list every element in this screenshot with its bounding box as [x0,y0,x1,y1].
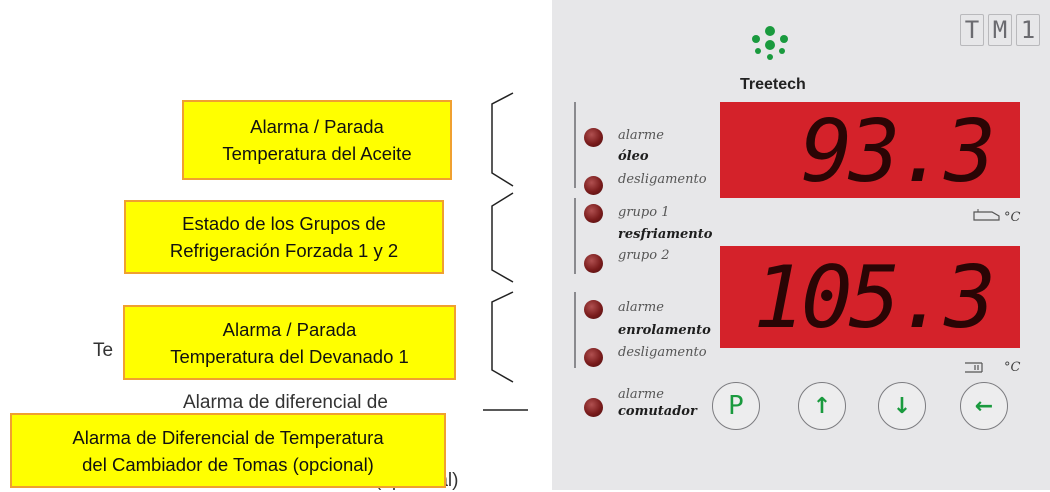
up-arrow-button[interactable]: ↑ [798,382,846,430]
back-arrow-button[interactable]: ← [960,382,1008,430]
bracket-cooling [491,192,514,283]
model-segment-1: T [960,14,984,46]
oil-temperature-value: 93.3 [800,102,996,202]
treetech-logo-icon [752,26,788,66]
winding-temperature-value: 105.3 [753,248,996,348]
label-tap-changer-alarm: alarme [618,387,664,402]
separator-winding [574,292,576,368]
winding-temperature-display: 105.3 [720,246,1020,348]
led-oil-trip [584,176,603,195]
callout-tap-changer: Alarma de Diferencial de Temperatura del… [10,413,446,488]
label-oil-alarm: alarme [618,128,664,143]
label-oil: óleo [618,149,649,164]
oil-tank-icon [972,208,1002,227]
callout-oil-line-2: Temperatura del Aceite [222,143,412,164]
down-arrow-button[interactable]: ↓ [878,382,926,430]
label-cooling: resfriamento [618,227,713,242]
ghost-text-te: Te [93,340,114,361]
label-winding-trip: desligamento [618,345,707,360]
separator-cooling [574,198,576,274]
led-cooling-group-1 [584,204,603,223]
winding-unit: °C [1004,360,1021,375]
label-tap-changer: comutador [618,404,697,419]
separator-oil [574,102,576,188]
model-segment-2: M [988,14,1012,46]
callout-winding-temperature: Alarma / Parada Temperatura del Devanado… [123,305,456,380]
callout-winding-line-2: Temperatura del Devanado 1 [170,345,409,367]
led-winding-alarm [584,300,603,319]
bracket-oil [491,92,514,187]
callout-cooling-line-2: Refrigeración Forzada 1 y 2 [169,240,399,261]
callout-cooling-line-1: Estado de los Grupos de [182,213,386,234]
ghost-text-diferencial: Alarma de diferencial de [183,392,388,413]
label-winding-alarm: alarme [618,300,664,315]
callout-tap-line-2: del Cambiador de Tomas (opcional) [82,453,374,475]
callout-oil-temperature: Alarma / Parada Temperatura del Aceite [182,100,452,180]
callout-tap-line-1: Alarma de Diferencial de Temperatura [72,426,384,448]
led-tap-changer-alarm [584,398,603,417]
callout-winding-line-1: Alarma / Parada [222,318,357,340]
label-oil-trip: desligamento [618,172,707,187]
brand-name: Treetech [740,76,806,93]
label-cooling-group-2: grupo 2 [618,248,670,263]
callout-cooling-groups: Estado de los Grupos de Refrigeración Fo… [124,200,444,274]
callout-oil-line-1: Alarma / Parada [250,116,384,137]
model-segment-3: 1 [1016,14,1040,46]
led-cooling-group-2 [584,254,603,273]
device-front-panel: Treetech T M 1 alarme óleo desligamento … [552,0,1050,490]
program-button[interactable]: P [712,382,760,430]
led-winding-trip [584,348,603,367]
bracket-winding [491,291,514,383]
oil-unit: °C [1004,210,1021,225]
winding-coil-icon [964,360,988,379]
label-winding: enrolamento [618,323,711,338]
label-cooling-group-1: grupo 1 [618,205,670,220]
led-oil-alarm [584,128,603,147]
oil-temperature-display: 93.3 [720,102,1020,202]
